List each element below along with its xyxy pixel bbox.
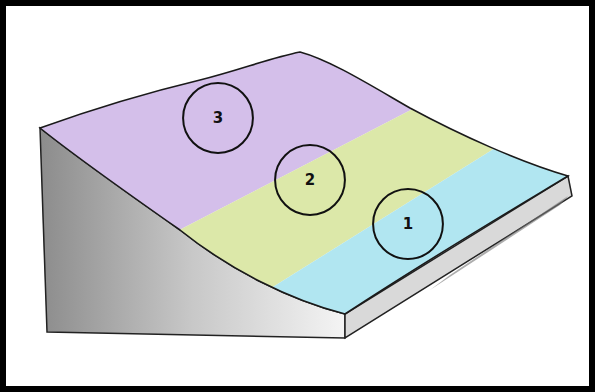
circle-outline-shape	[275, 145, 345, 215]
callout-circle: 1	[372, 188, 444, 260]
callout-circle: 3	[182, 82, 254, 154]
callout-circle: 2	[274, 144, 346, 216]
callout-number: 1	[403, 216, 413, 233]
circle-outline-shape	[373, 189, 443, 259]
surface-outline	[40, 52, 568, 314]
blue-band	[250, 120, 595, 392]
callout-number: 3	[213, 110, 223, 127]
circle-outline-shape	[183, 83, 253, 153]
callout-number: 2	[305, 172, 315, 189]
